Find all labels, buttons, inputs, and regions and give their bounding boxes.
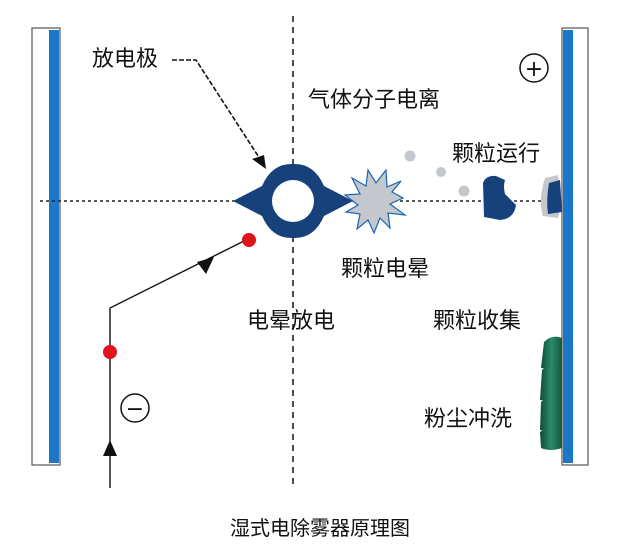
svg-text:+: + [525,57,543,82]
diagram-caption: 湿式电除雾器原理图 [230,516,410,540]
particle-small-2 [436,167,446,177]
svg-text:−: − [126,397,144,422]
arrow-up-icon [103,440,117,456]
label-gas-ionization: 气体分子电离 [308,88,440,113]
label-particle-travel: 颗粒运行 [452,142,540,167]
right-plate-blue [563,30,573,463]
particle-small-1 [404,150,416,162]
charge-dot-upper [242,233,256,247]
electrode-pointer [172,59,266,169]
particle-arriving [547,180,562,214]
left-plate-blue [49,30,59,463]
particle-traveling [483,175,516,220]
label-corona-discharge: 电晕放电 [247,309,335,334]
negative-symbol: − [120,393,150,423]
collected-particles [540,336,562,450]
positive-symbol: + [519,53,549,83]
label-electrode: 放电极 [92,47,158,72]
label-dust-washing: 粉尘冲洗 [424,407,512,432]
particle-small-3 [458,185,470,197]
label-particle-collection: 颗粒收集 [433,309,521,334]
arrow-diagonal-icon [197,257,214,274]
label-particle-charging: 颗粒电晕 [341,257,429,282]
charge-dot-lower [103,345,117,359]
charge-path [103,240,245,488]
discharge-electrode [233,163,353,239]
starburst-icon [343,168,408,235]
